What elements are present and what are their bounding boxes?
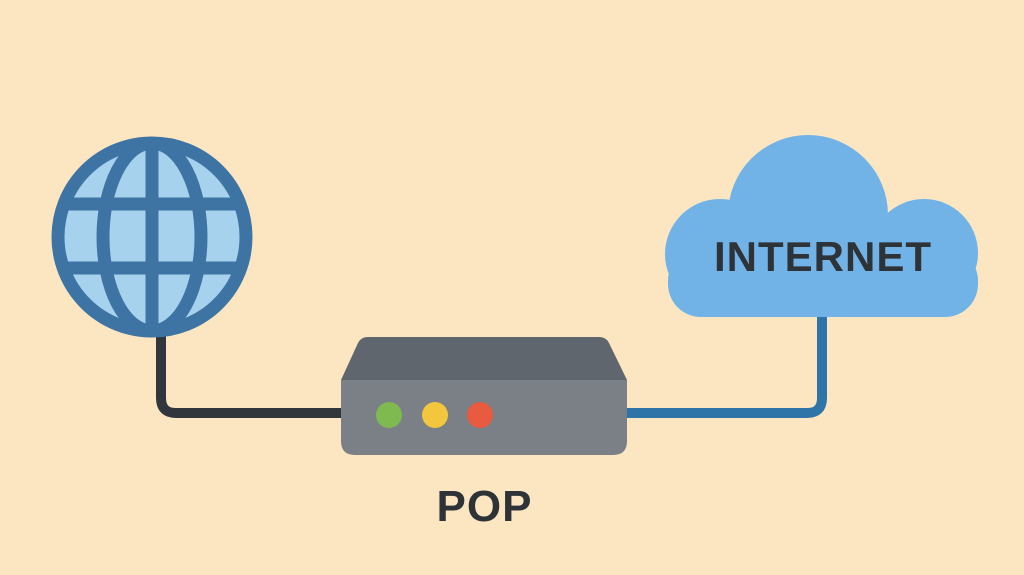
router-top-face (341, 337, 627, 380)
globe-router-link (156, 330, 345, 418)
cloud-icon (665, 135, 978, 317)
internet-label: INTERNET (714, 233, 932, 280)
yellow-led-icon (422, 402, 448, 428)
green-led-icon (376, 402, 402, 428)
pop-label: POP (436, 482, 533, 531)
globe-gridlines (58, 143, 246, 331)
router-icon (341, 337, 627, 455)
cloud-router-link (626, 313, 827, 418)
globe-icon (51, 136, 253, 338)
red-led-icon (467, 402, 493, 428)
globe-outline (51, 136, 253, 338)
